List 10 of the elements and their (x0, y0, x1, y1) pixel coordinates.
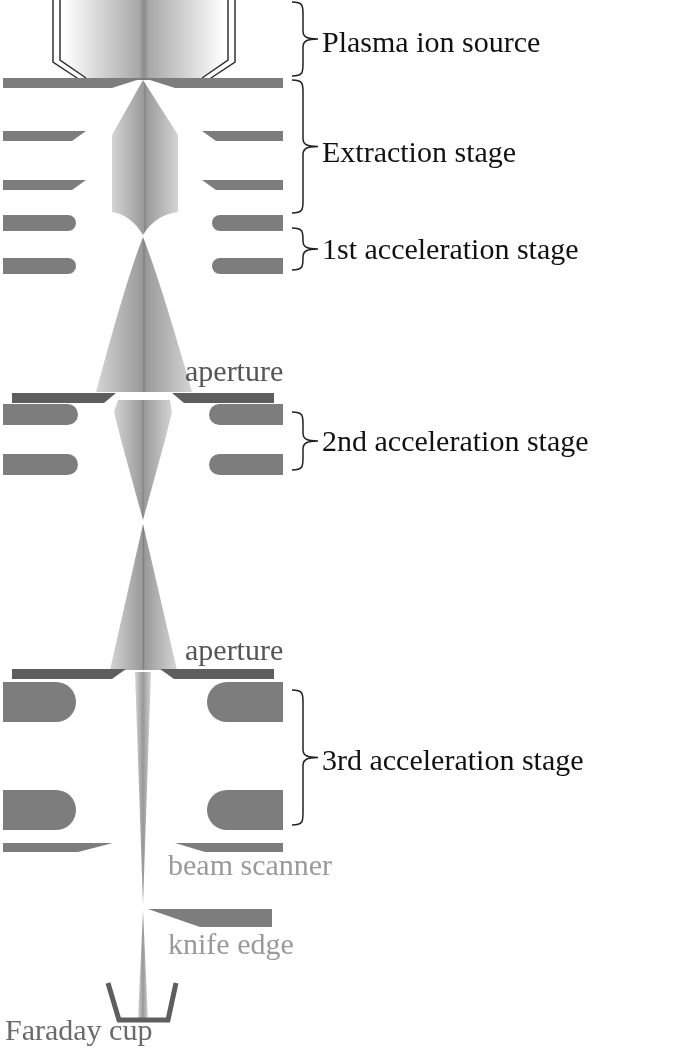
part-label: knife edge (168, 927, 294, 961)
part-label: 3rd acceleration stage (322, 743, 584, 777)
part-label: 2nd acceleration stage (322, 424, 589, 458)
part-label: aperture (185, 354, 284, 388)
part-label: aperture (185, 633, 284, 667)
part-label: Plasma ion source (322, 25, 541, 59)
part-label: Extraction stage (322, 135, 517, 169)
part-label: 1st acceleration stage (322, 232, 579, 266)
part-label: Faraday cup (5, 1013, 153, 1047)
part-label: beam scanner (168, 848, 333, 882)
